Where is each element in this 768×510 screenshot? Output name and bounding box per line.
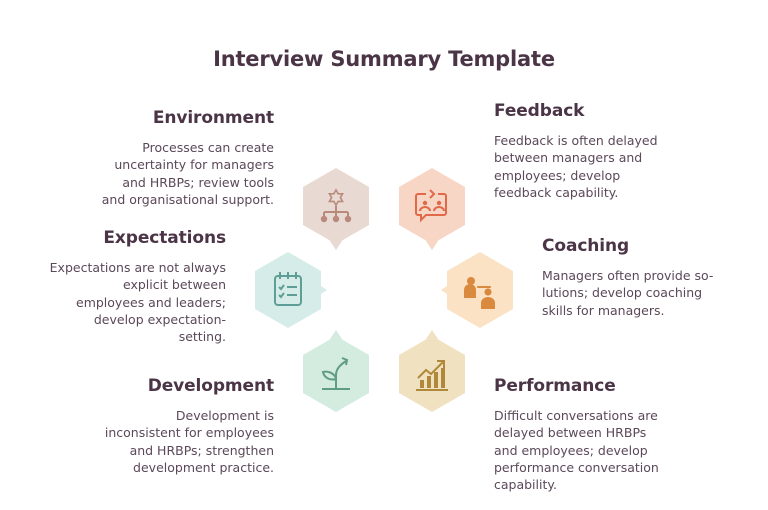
hex-coaching <box>441 252 513 328</box>
bar-chart-growth-icon <box>416 360 448 391</box>
growth-plant-icon <box>321 357 350 390</box>
section-text: Feedback is often delayed between manage… <box>494 133 658 200</box>
hex-expectations <box>255 252 327 328</box>
section-expectations: Expectations Expectations are not always… <box>0 228 226 345</box>
section-text: Managers often provide so- lutions; deve… <box>542 268 714 318</box>
page-title: Interview Summary Template <box>213 47 555 71</box>
section-text: Processes can create uncertainty for man… <box>101 140 274 207</box>
feedback-chat-icon <box>415 189 447 223</box>
section-heading: Feedback <box>494 101 585 121</box>
hex-development <box>303 330 369 412</box>
hex-performance <box>399 330 465 412</box>
section-text: Development is inconsistent for employee… <box>104 408 274 475</box>
section-heading: Environment <box>152 108 274 128</box>
section-feedback: Feedback Feedback is often delayed betwe… <box>494 101 734 201</box>
coaching-people-icon <box>464 277 495 309</box>
section-heading: Expectations <box>103 228 226 248</box>
section-coaching: Coaching Managers often provide so- luti… <box>542 236 762 319</box>
section-environment: Environment Processes can create uncerta… <box>14 108 274 208</box>
hex-feedback <box>399 168 465 250</box>
section-heading: Development <box>147 376 274 396</box>
section-performance: Performance Difficult conversations are … <box>494 376 734 493</box>
hex-environment <box>303 168 369 250</box>
org-chart-icon <box>320 188 352 223</box>
section-heading: Coaching <box>542 236 630 256</box>
section-text: Expectations are not always explicit bet… <box>49 260 226 345</box>
section-development: Development Development is inconsistent … <box>14 376 274 476</box>
checklist-icon <box>274 272 302 306</box>
section-heading: Performance <box>494 376 616 396</box>
section-text: Difficult conversations are delayed betw… <box>494 408 659 493</box>
